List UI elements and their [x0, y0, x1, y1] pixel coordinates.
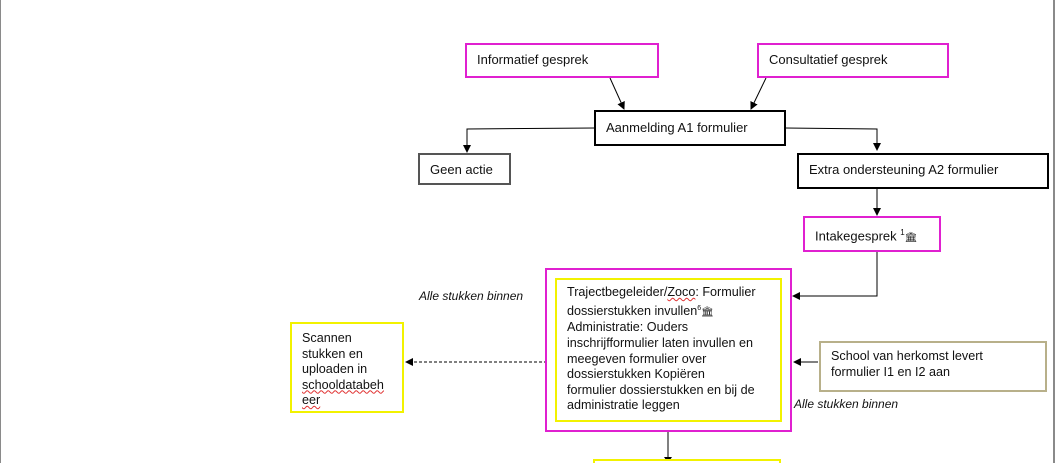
node-scannen: Scannen stukken en uploaden in schooldat… [290, 322, 404, 413]
node-intakegesprek: Intakegesprek 1🏛 [803, 216, 941, 252]
node-informatief-label: Informatief gesprek [477, 52, 589, 67]
traject-line-1: Trajectbegeleider/Zoco: Formulier [567, 285, 756, 299]
node-aanmelding-label: Aanmelding A1 formulier [606, 120, 748, 135]
next-box-partial [593, 459, 781, 463]
zoco-misspelled: Zoco [667, 285, 696, 299]
school-line-2: formulier I1 en I2 aan [831, 365, 951, 379]
arrow-aanmelding-to-extra [784, 127, 881, 151]
intake-footnote-sup: 1 [900, 228, 905, 237]
arrow-intake-to-traject [792, 251, 878, 300]
node-informatief-gesprek: Informatief gesprek [465, 43, 659, 78]
note-alle-stukken-right: Alle stukken binnen [794, 397, 899, 411]
node-geen-actie-label: Geen actie [430, 162, 493, 177]
node-aanmelding: Aanmelding A1 formulier [594, 110, 786, 146]
right-frame-line [1053, 0, 1055, 463]
traject-line-2: dossierstukken invullen6🏛 [567, 303, 714, 318]
traject-line-7: formulier dossierstukken en bij de [567, 382, 755, 397]
node-traject-outer: Trajectbegeleider/Zoco: Formulier dossie… [545, 268, 792, 432]
note-alle-stukken-left: Alle stukken binnen [419, 289, 524, 303]
node-extra-ondersteuning: Extra ondersteuning A2 formulier [797, 153, 1049, 189]
node-school-van-herkomst: School van herkomst levert formulier I1 … [819, 341, 1047, 392]
node-intake-label: Intakegesprek 1🏛 [815, 225, 929, 246]
building-icon: 🏛 [904, 232, 918, 244]
traject-line-3: Administratie: Ouders [567, 320, 689, 335]
scannen-line-4: schooldatabeh [302, 377, 384, 392]
node-consultatief-label: Consultatief gesprek [769, 52, 888, 67]
scannen-line-3: uploaden in [302, 362, 368, 376]
traject-line-8: administratie leggen [567, 398, 680, 413]
arrow-informatief-to-aanmelding [609, 77, 625, 110]
traject-line-5: meegeven formulier over [567, 351, 707, 366]
intake-text: Intakegesprek [815, 228, 897, 244]
building-icon: 🏛 [701, 306, 714, 318]
traject-footnote-sup: 6 [697, 304, 702, 312]
arrow-consultatief-to-aanmelding [750, 77, 767, 110]
arrow-aanmelding-to-geen-actie [463, 127, 596, 153]
left-frame-line [0, 0, 1, 463]
scannen-line-5: eer [302, 393, 321, 407]
traject-line-6: dossierstukken Kopiëren [567, 367, 705, 382]
node-consultatief-gesprek: Consultatief gesprek [757, 43, 949, 78]
node-extra-label: Extra ondersteuning A2 formulier [809, 162, 999, 177]
scannen-line-1: Scannen [302, 331, 352, 345]
node-geen-actie: Geen actie [418, 153, 511, 185]
traject-line-4: inschrijfformulier laten invullen en [567, 335, 753, 350]
school-line-1: School van herkomst levert [831, 349, 983, 363]
scannen-line-2: stukken en [302, 346, 363, 361]
node-traject-inner: Trajectbegeleider/Zoco: Formulier dossie… [555, 278, 782, 422]
